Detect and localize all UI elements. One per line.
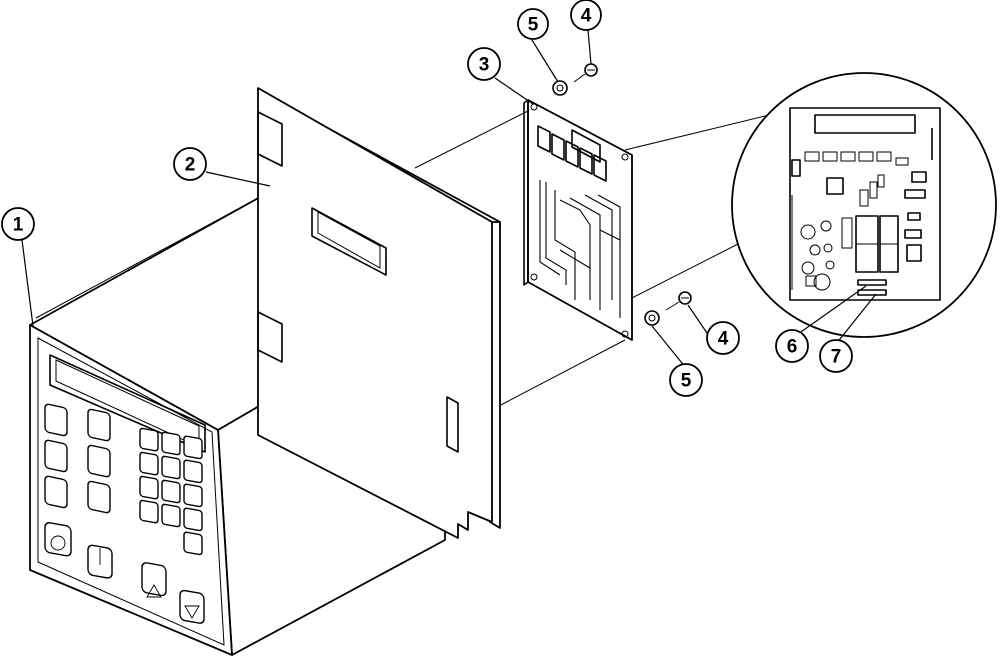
callout-2-label: 2 [185, 155, 196, 176]
callout-3-label: 3 [479, 55, 490, 76]
screw [573, 63, 598, 83]
callout-1-label: 1 [13, 215, 24, 236]
callout-7-label: 7 [831, 347, 842, 368]
hardware-top [552, 63, 598, 96]
callout-4-bottom: 4 [706, 321, 740, 355]
callout-5-bottom-label: 5 [681, 371, 692, 392]
keypad [44, 403, 205, 624]
detail-relays [855, 215, 899, 273]
numeric-keypad [139, 427, 203, 556]
slot [446, 396, 459, 453]
key [87, 408, 111, 442]
detail-ic-row [804, 151, 909, 166]
callout-4-top-label: 4 [581, 6, 592, 27]
controller-housing [29, 195, 446, 656]
display-cutout [311, 207, 387, 276]
callout-4-bottom-label: 4 [718, 329, 729, 350]
callout-5-bottom: 5 [669, 363, 703, 397]
detail-components-right [904, 171, 927, 262]
off-key [87, 544, 113, 579]
pcb-traces [539, 180, 621, 318]
callout-5-top-label: 5 [528, 15, 539, 36]
hardware-bottom [644, 291, 692, 326]
callout-3: 3 [467, 47, 501, 81]
digit-display [537, 125, 607, 182]
callout-5-top: 5 [517, 8, 549, 40]
callout-6: 6 [775, 329, 809, 363]
detail-view [731, 72, 997, 338]
screw [665, 291, 692, 311]
key [87, 444, 111, 478]
down-arrow-key [179, 589, 205, 624]
circuit-board [523, 99, 633, 341]
leader-lines [21, 29, 877, 369]
washer [644, 310, 660, 326]
display-window [49, 354, 206, 453]
callout-2: 2 [173, 147, 207, 181]
key [87, 480, 111, 514]
callout-7: 7 [819, 339, 853, 373]
key [44, 403, 68, 437]
on-key [44, 522, 72, 557]
washer [552, 80, 568, 96]
callout-4-top: 4 [570, 0, 602, 31]
key [44, 439, 68, 473]
callout-6-label: 6 [787, 337, 798, 358]
mounting-plate [257, 87, 501, 539]
up-arrow-key [141, 562, 167, 598]
key [44, 475, 68, 509]
detail-fuses [857, 279, 887, 296]
callout-1: 1 [1, 207, 35, 241]
detail-capacitors [800, 220, 835, 291]
